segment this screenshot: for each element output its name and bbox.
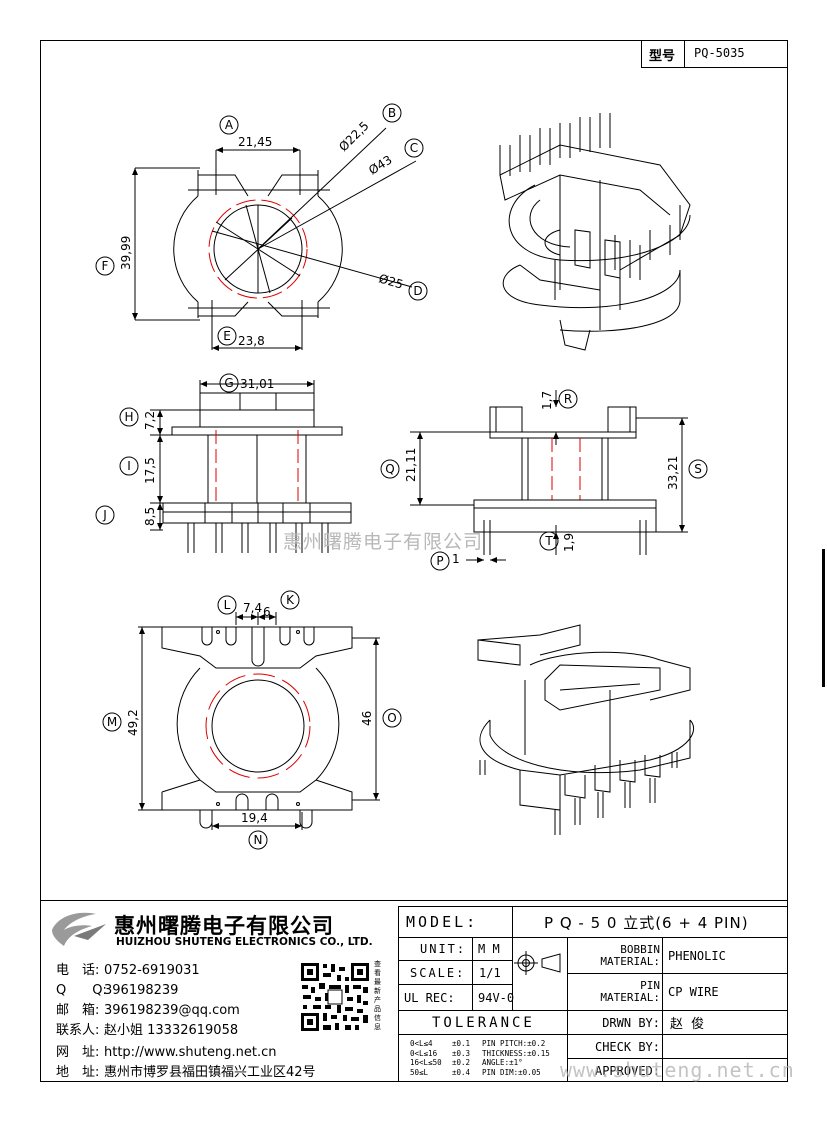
label-T: T (544, 534, 553, 548)
title-block (40, 900, 788, 1082)
ulrec-value: 94V-0 (478, 990, 515, 1005)
label-B: B (388, 106, 396, 120)
drwn-by-label: DRWN BY: (602, 1015, 660, 1030)
dim-N: 19,4 (241, 811, 268, 825)
dim-G: 31,01 (240, 377, 274, 391)
contact-website[interactable]: 网 址:http://www.shuteng.net.cn (56, 1045, 277, 1060)
qr-code-icon (299, 961, 371, 1033)
part-number-box: 型号 PQ-5035 (641, 40, 788, 68)
dim-A: 21,45 (238, 135, 272, 149)
pin-material-label: PIN MATERIAL: (600, 979, 660, 1004)
dim-H: 7,2 (143, 411, 157, 430)
model-label: MODEL: (406, 913, 479, 931)
isometric-view-top (499, 113, 691, 351)
dim-D: Ø25 (377, 271, 405, 291)
label-D: D (413, 284, 422, 298)
dim-K: 6 (263, 605, 271, 619)
dim-T: 1,9 (562, 533, 576, 552)
label-E: E (223, 329, 231, 343)
label-I: I (127, 459, 131, 473)
label-P: P (436, 554, 443, 568)
label-F: F (102, 259, 109, 273)
dim-O: 46 (360, 711, 374, 726)
isometric-view-bottom (477, 624, 695, 835)
contact-phone: 电 话:0752-6919031 (56, 963, 200, 978)
drwn-by-value: 赵 俊 (670, 1017, 707, 1032)
page-edge-bar (822, 549, 825, 687)
dim-R: 1,7 (540, 391, 554, 410)
scale-value: 1/1 (479, 965, 501, 980)
dim-M: 49,2 (126, 709, 140, 736)
contact-address: 地 址:惠州市博罗县福田镇福兴工业区42号 (56, 1065, 316, 1080)
label-C: C (410, 141, 418, 155)
part-number: PQ-5035 (694, 46, 745, 60)
dim-J: 8,5 (143, 507, 157, 526)
dim-L: 7,4 (243, 601, 262, 615)
label-S: S (694, 462, 702, 476)
technical-drawing: A B C D E F G H I J L K M N O P Q R S T … (95, 103, 708, 850)
company-name-en: HUIZHOU SHUTENG ELECTRONICS CO., LTD. (116, 936, 373, 948)
dim-F: 39,99 (119, 236, 133, 270)
ulrec-label: UL REC: (404, 990, 455, 1005)
label-H: H (124, 410, 133, 424)
dim-B: Ø22,5 (336, 119, 371, 154)
dim-P: 1 (452, 552, 460, 566)
label-O: O (387, 711, 396, 725)
pin-material-value: CP WIRE (668, 985, 719, 999)
unit-label: UNIT: (420, 942, 467, 956)
company-logo-icon (52, 912, 106, 946)
model-value: P Q - 5 0 立式(6 + 4 PIN) (544, 913, 749, 932)
approved-label: APPROVED: (594, 1063, 660, 1078)
bobbin-material-value: PHENOLIC (668, 949, 726, 963)
label-G: G (224, 376, 233, 390)
side-view (410, 390, 688, 563)
company-name-cn: 惠州曙腾电子有限公司 (114, 914, 334, 938)
label-N: N (254, 833, 263, 847)
dim-C: Ø43 (366, 153, 394, 178)
qr-caption: 查看最新产品信息 (374, 960, 381, 1031)
type-label: 型号 (649, 49, 676, 64)
label-A: A (225, 118, 234, 132)
drawing-frame (40, 40, 788, 1082)
label-J: J (102, 508, 107, 522)
contact-person: 联系人:赵小姐 13332619058 (56, 1023, 239, 1038)
watermark-company: 惠州曙腾电子有限公司 (283, 531, 483, 553)
bobbin-material-label: BOBBIN MATERIAL: (600, 943, 660, 968)
watermark-url: www.shuteng.net.cn (560, 1058, 795, 1082)
scale-label: SCALE: (410, 965, 466, 980)
dim-Q: 21,11 (404, 448, 418, 482)
check-by-label: CHECK BY: (594, 1039, 660, 1054)
title-table (398, 906, 788, 1082)
dim-E: 23,8 (238, 334, 265, 348)
label-R: R (564, 392, 572, 406)
tolerance-label: TOLERANCE (432, 1014, 535, 1031)
projection-symbol-icon (514, 951, 561, 975)
contact-email: 邮 箱:396198239@qq.com (56, 1003, 240, 1018)
contact-qq: Q Q:396198239 (56, 983, 179, 998)
label-M: M (107, 715, 117, 729)
dim-S: 33,21 (666, 456, 680, 490)
label-L: L (224, 598, 231, 612)
top-view (132, 127, 417, 351)
bottom-view (138, 612, 380, 830)
label-K: K (286, 593, 295, 607)
label-Q: Q (385, 462, 394, 476)
front-view (150, 380, 352, 553)
dim-I: 17,5 (143, 457, 157, 484)
unit-value: M M (478, 942, 500, 956)
